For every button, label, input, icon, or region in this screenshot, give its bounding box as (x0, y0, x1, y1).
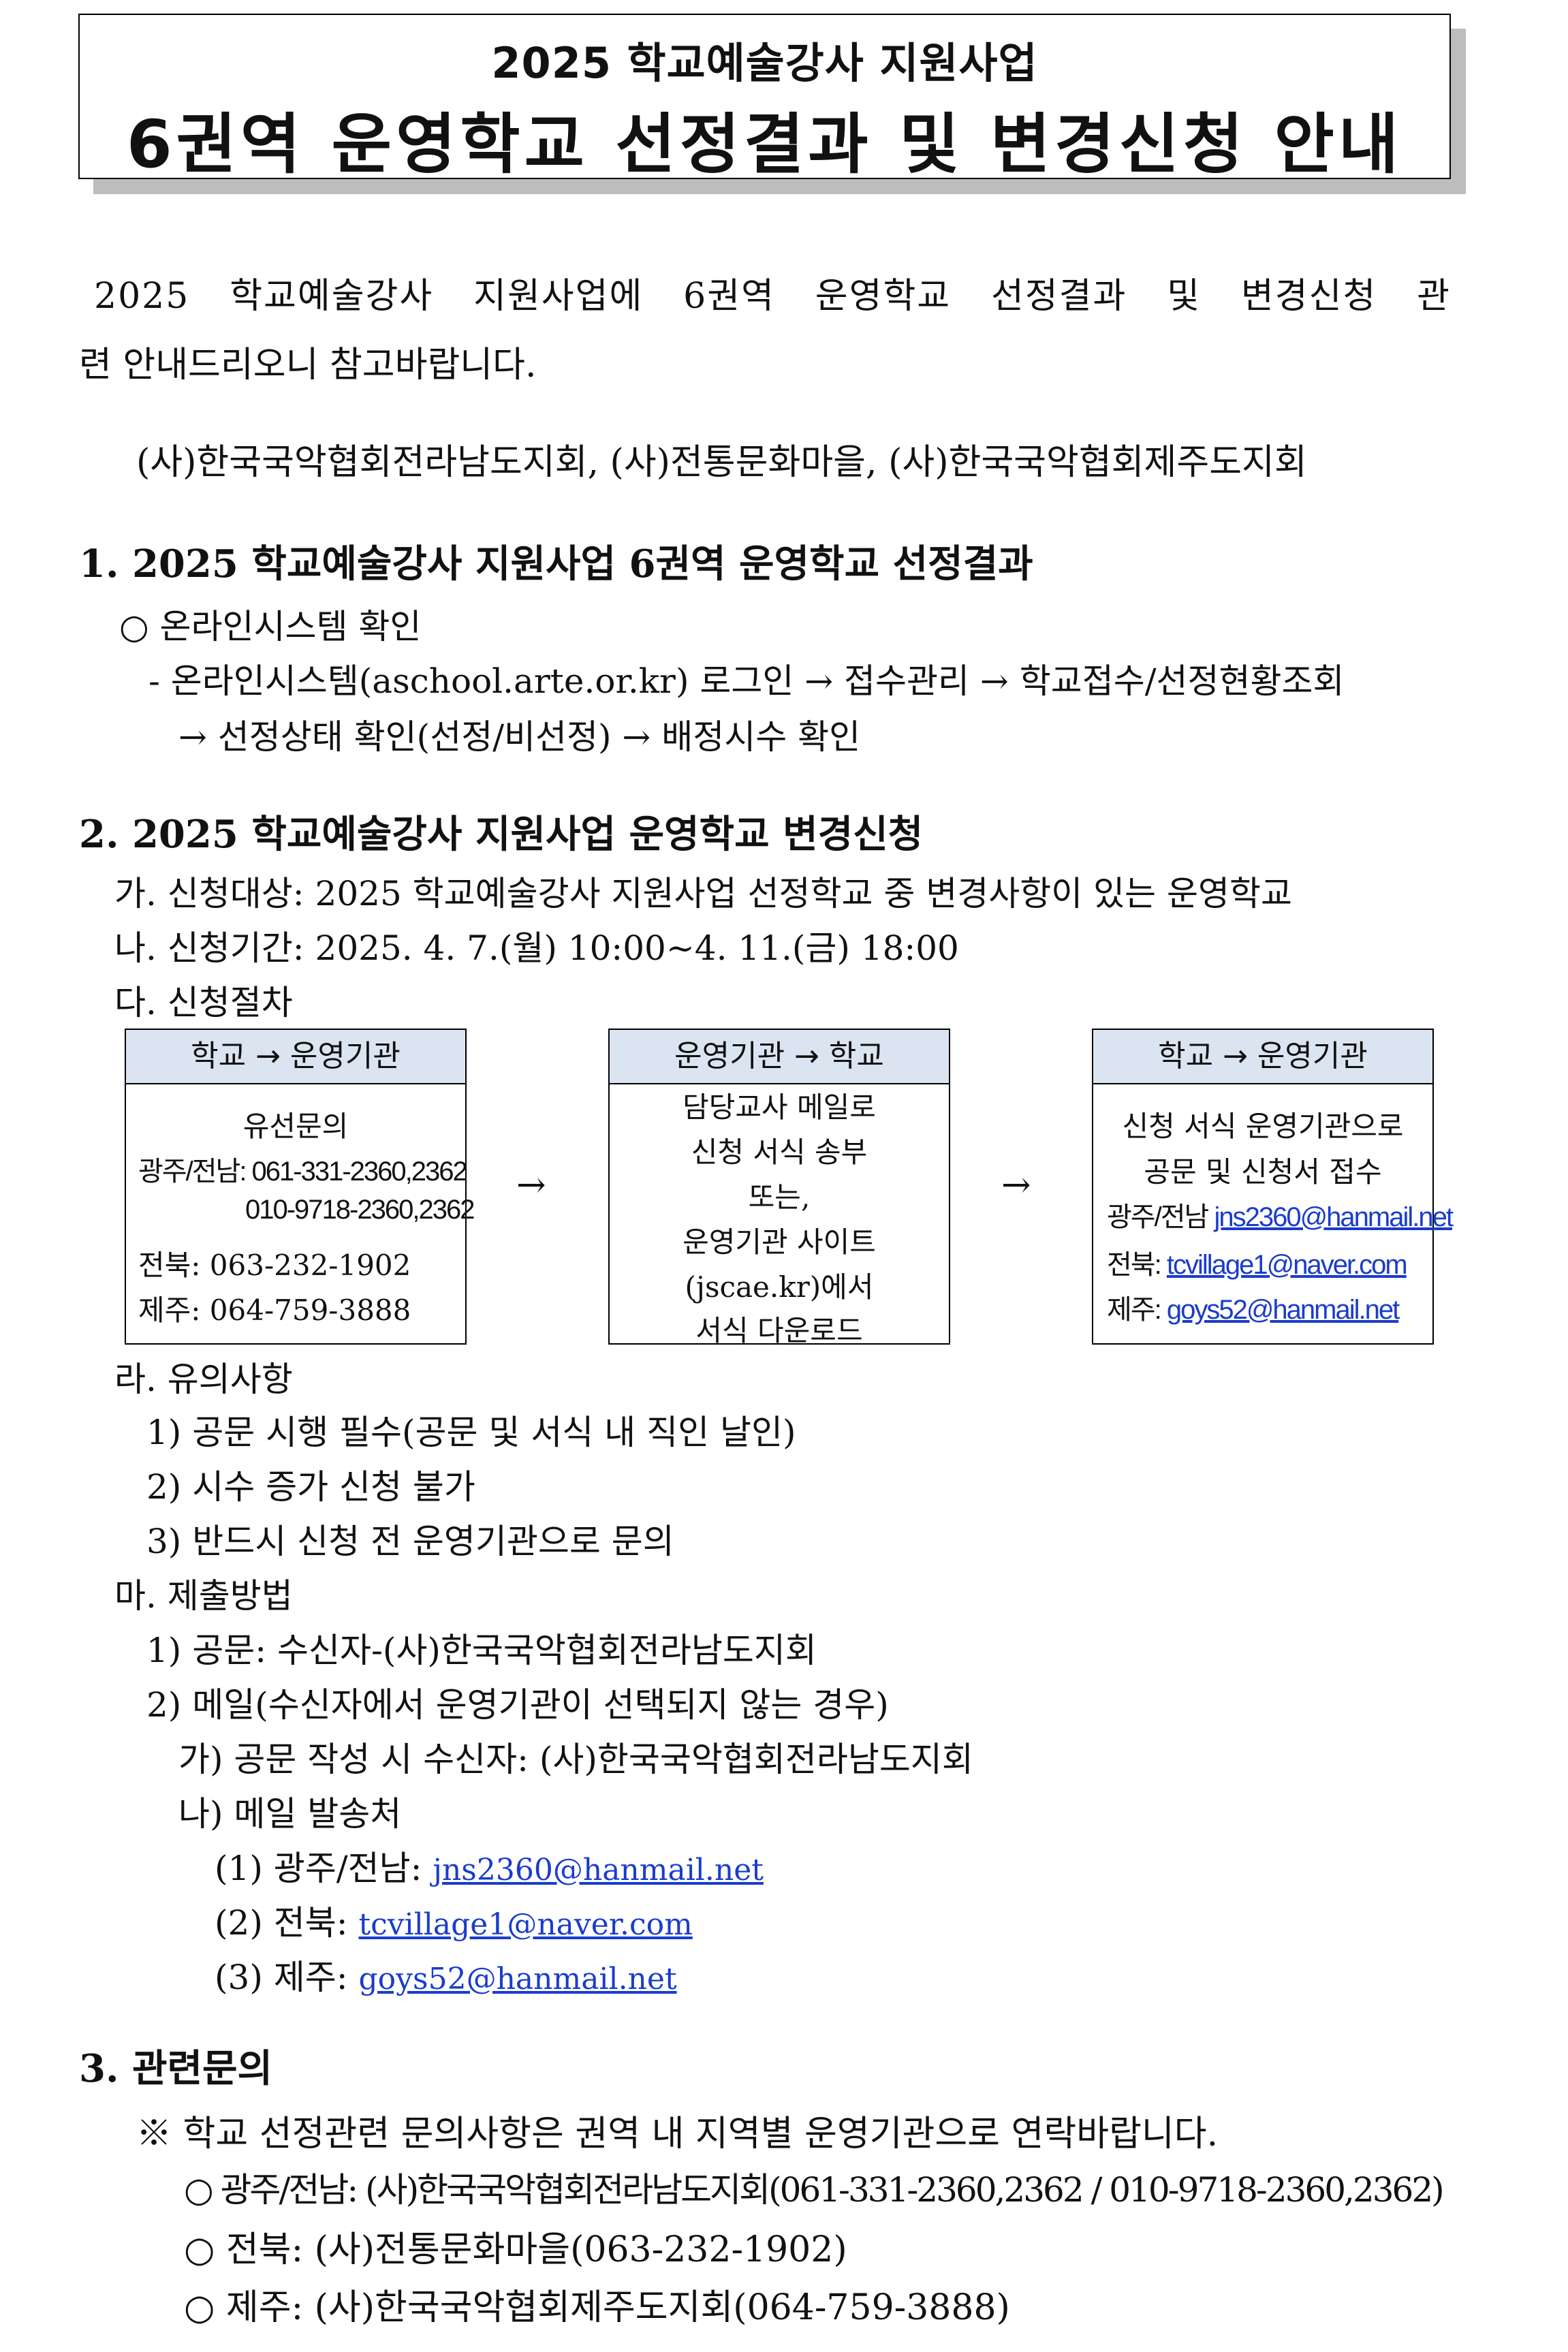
flow-box-3-contact-2: 전북: tcvillage1@naver.com (1107, 1242, 1408, 1282)
title-line-2: 6권역 운영학교 선정결과 및 변경신청 안내 (126, 106, 1403, 183)
section2-target: 가. 신청대상: 2025 학교예술강사 지원사업 선정학교 중 변경사항이 있… (114, 874, 1293, 913)
flow-box-2-line-5: (jscae.kr)에서 (685, 1270, 874, 1304)
flow-box-2-header: 운영기관 → 학교 (610, 1030, 949, 1084)
email-row-1-link[interactable]: jns2360@hanmail.net (433, 1853, 764, 1887)
flow-arrow-1: → (516, 1165, 546, 1206)
flow-box-3-contact-2-label: 전북: (1107, 1250, 1162, 1280)
flow-box-3-contact-1-email[interactable]: jns2360@hanmail.net (1214, 1202, 1454, 1232)
section2-submit-2: 2) 메일(수신자에서 운영기관이 선택되지 않는 경우) (146, 1685, 889, 1725)
flow-box-1-line-1: 유선문의 (242, 1110, 349, 1143)
section2-note-2: 2) 시수 증가 신청 불가 (146, 1467, 475, 1507)
flow-box-3-contact-2-email[interactable]: tcvillage1@naver.com (1166, 1250, 1408, 1280)
flow-box-2: 운영기관 → 학교 담당교사 메일로 신청 서식 송부 또는, 운영기관 사이트… (608, 1029, 950, 1347)
email-row-2-link[interactable]: tcvillage1@naver.com (358, 1907, 693, 1942)
email-row-3: (3) 제주: goys52@hanmail.net (215, 1950, 677, 1999)
email-row-3-link[interactable]: goys52@hanmail.net (358, 1962, 677, 1996)
flow-box-3: 학교 → 운영기관 신청 서식 운영기관으로 공문 및 신청서 접수 광주/전남… (1092, 1029, 1454, 1345)
section1-bullet: ○ 온라인시스템 확인 (119, 607, 422, 646)
email-row-2: (2) 전북: tcvillage1@naver.com (215, 1896, 693, 1945)
section2-submit-1: 1) 공문: 수신자-(사)한국국악협회전라남도지회 (146, 1631, 817, 1670)
flow-box-3-contact-3: 제주: goys52@hanmail.net (1107, 1287, 1400, 1327)
section1-step2: → 선정상태 확인(선정/비선정) → 배정시수 확인 (178, 717, 861, 757)
section2-note-3: 3) 반드시 신청 전 운영기관으로 문의 (146, 1522, 674, 1561)
section1-heading: 1. 2025 학교예술강사 지원사업 6권역 운영학교 선정결과 (79, 542, 1033, 586)
title-box: 2025 학교예술강사 지원사업 6권역 운영학교 선정결과 및 변경신청 안내 (78, 14, 1451, 183)
email-row-3-label: (3) 제주: (215, 1958, 348, 1997)
section1-step1: - 온라인시스템(aschool.arte.or.kr) 로그인 → 접수관리 … (148, 661, 1345, 701)
flow-box-1-header: 학교 → 운영기관 (126, 1030, 465, 1084)
section2-submit-2a: 가) 공문 작성 시 수신자: (사)한국국악협회전라남도지회 (178, 1740, 973, 1779)
flow-box-2-line-6: 서식 다운로드 (695, 1314, 863, 1347)
flow-box-1-line-2: 광주/전남: 061-331-2360,2362 (138, 1157, 468, 1187)
section3-note: ※ 학교 선정관련 문의사항은 권역 내 지역별 운영기관으로 연락바랍니다. (136, 2114, 1219, 2154)
intro-line-2: 련 안내드리오니 참고바랍니다. (79, 345, 537, 386)
flow-box-3-header: 학교 → 운영기관 (1093, 1030, 1432, 1084)
flow-box-3-contact-3-label: 제주: (1107, 1295, 1162, 1325)
flow-box-3-line-1: 신청 서식 운영기관으로 (1122, 1110, 1404, 1143)
flow-box-1-line-5: 제주: 064-759-3888 (138, 1293, 411, 1327)
section3-contact-3: ○ 제주: (사)한국국악협회제주도지회(064-759-3888) (184, 2287, 1010, 2328)
section2-submit-2b: 나) 메일 발송처 (178, 1794, 402, 1834)
flow-box-3-line-2: 공문 및 신청서 접수 (1144, 1155, 1382, 1189)
flow-arrow-2: → (1001, 1165, 1031, 1206)
flow-box-1-line-3: 010-9718-2360,2362 (245, 1195, 475, 1225)
intro-orgs: (사)한국국악협회전라남도지회, (사)전통문화마을, (사)한국국악협회제주도… (136, 442, 1307, 483)
email-row-1: (1) 광주/전남: jns2360@hanmail.net (215, 1841, 764, 1890)
flow-box-3-contact-3-email[interactable]: goys52@hanmail.net (1166, 1295, 1400, 1325)
flow-box-3-contact-1-label: 광주/전남 (1107, 1202, 1209, 1232)
flow-box-2-line-3: 또는, (748, 1180, 811, 1214)
section2-heading: 2. 2025 학교예술강사 지원사업 운영학교 변경신청 (79, 812, 924, 857)
section3-heading: 3. 관련문의 (79, 2046, 273, 2091)
section2-submit-label: 마. 제출방법 (114, 1576, 293, 1616)
section2-note-1: 1) 공문 시행 필수(공문 및 서식 내 직인 날인) (146, 1413, 796, 1452)
flow-box-1: 학교 → 운영기관 유선문의 광주/전남: 061-331-2360,2362 … (125, 1029, 475, 1345)
flow-box-1-line-4: 전북: 063-232-1902 (138, 1249, 411, 1282)
email-row-2-label: (2) 전북: (215, 1903, 348, 1943)
email-row-1-label: (1) 광주/전남: (215, 1849, 422, 1888)
flow-box-2-line-4: 운영기관 사이트 (683, 1225, 876, 1259)
section2-procedure-label: 다. 신청절차 (114, 983, 293, 1022)
flow-box-2-line-2: 신청 서식 송부 (691, 1135, 868, 1169)
intro-line-1: 2025 학교예술강사 지원사업에 6권역 운영학교 선정결과 및 변경신청 관 (94, 276, 1451, 317)
flow-box-3-contact-1: 광주/전남 jns2360@hanmail.net (1107, 1195, 1454, 1234)
flow-box-2-line-1: 담당교사 메일로 (683, 1091, 876, 1124)
section2-notes-label: 라. 유의사항 (114, 1360, 293, 1399)
section2-period: 나. 신청기간: 2025. 4. 7.(월) 10:00~4. 11.(금) … (114, 928, 959, 968)
title-line-1: 2025 학교예술강사 지원사업 (491, 38, 1038, 88)
section3-contact-1: ○ 광주/전남: (사)한국국악협회전라남도지회(061-331-2360,23… (184, 2170, 1445, 2210)
title-block: 2025 학교예술강사 지원사업 6권역 운영학교 선정결과 및 변경신청 안내 (78, 14, 1466, 194)
section3-contact-2: ○ 전북: (사)전통문화마을(063-232-1902) (184, 2229, 847, 2270)
